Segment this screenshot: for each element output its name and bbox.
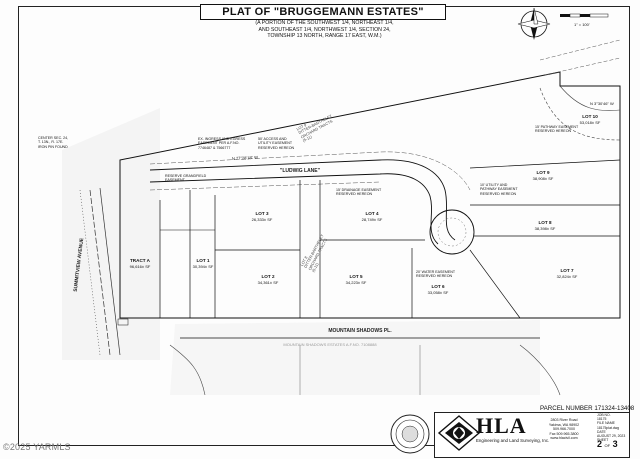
svg-text:34,223± SF: 34,223± SF	[346, 280, 367, 285]
lot-1: LOT 1 30,394± SF	[193, 258, 214, 269]
svg-text:33,058± SF: 33,058± SF	[428, 290, 449, 295]
svg-text:LOT 7: LOT 7	[560, 268, 573, 273]
firm-short-name: HLA	[476, 413, 527, 438]
svg-text:LOT 6: LOT 6	[431, 284, 444, 289]
north-arrow-icon	[517, 7, 551, 40]
address-line: 509.966.7000	[553, 427, 575, 432]
sheet-label: SHEET	[597, 438, 609, 443]
svg-text:96,616± SF: 96,616± SF	[130, 264, 151, 269]
lot-8: LOT 8 38,398± SF	[535, 220, 556, 231]
svg-text:26,333± SF: 26,333± SF	[252, 217, 273, 222]
address-line: Yakima, WA 98902	[548, 422, 580, 427]
subtitle-line: AND SOUTHEAST 1/4, NORTHWEST 1/4, SECTIO…	[258, 26, 391, 33]
scale-label: 1" = 100'	[574, 22, 590, 27]
sheet-current: 2	[597, 439, 603, 450]
svg-text:LOT 4: LOT 4	[365, 211, 378, 216]
plat-title: PLAT OF "BRUGGEMANN ESTATES"	[200, 4, 446, 20]
mls-watermark: ©2025 YARMLS	[3, 442, 71, 452]
road-label-mountain-shadows: MOUNTAIN SHADOWS PL.	[328, 328, 392, 334]
svg-text:LOT 10: LOT 10	[582, 114, 598, 119]
svg-text:32,824± SF: 32,824± SF	[557, 274, 578, 279]
lot-5: LOT 5 34,223± SF	[346, 274, 367, 285]
svg-text:34,361± SF: 34,361± SF	[258, 280, 279, 285]
pathway-note: 15' PATHWAY EASEMENT RESERVED HEREON	[535, 125, 579, 134]
lot-3: LOT 3 26,333± SF	[252, 211, 273, 222]
subtitle-line: TOWNSHIP 13 NORTH, RANGE 17 EAST, W.M.)	[267, 33, 382, 40]
svg-text:LOT 8: LOT 8	[538, 220, 551, 225]
address-line: www.hlacivil.com	[550, 436, 578, 441]
address-line: 2803 River Road	[550, 418, 578, 422]
hla-logo-icon	[437, 415, 481, 451]
sheet-of: OF	[604, 443, 611, 449]
firm-full-name: Engineering and Land Surveying, Inc.	[476, 438, 550, 443]
scale-bar	[560, 13, 609, 18]
lot-10: LOT 10 53,018± SF	[580, 114, 601, 125]
ingress-note: EX. INGRESS AND EGRESS EASEMENT PER A.F.…	[198, 137, 246, 150]
svg-text:38,398± SF: 38,398± SF	[535, 226, 556, 231]
svg-text:30,394± SF: 30,394± SF	[193, 264, 214, 269]
sheet-total: 3	[612, 439, 618, 450]
svg-text:TRACT A: TRACT A	[130, 258, 151, 263]
tract-a: TRACT A 96,616± SF	[130, 258, 151, 269]
road-label-ludwig: "LUDWIG LANE"	[280, 168, 321, 174]
subtitle-line: (A PORTION OF THE SOUTHWEST 1/4, NORTHEA…	[255, 20, 394, 26]
date-label: DATE	[597, 429, 606, 434]
lot-7: LOT 7 32,824± SF	[557, 268, 578, 279]
lot-2: LOT 2 34,361± SF	[258, 274, 279, 285]
svg-text:28,749± SF: 28,749± SF	[362, 217, 383, 222]
file-name: 18175plat.dwg	[597, 425, 620, 430]
utility-note: 10' UTILITY AND PATHWAY EASEMENT RESERVE…	[480, 183, 518, 196]
plat-subtitle: (A PORTION OF THE SOUTHWEST 1/4, NORTHEA…	[222, 20, 427, 40]
lot-4: LOT 4 28,749± SF	[362, 211, 383, 222]
file-label: FILE NAME	[597, 421, 615, 426]
surveyor-seal-icon	[390, 414, 430, 454]
reserve-easement-note: RESERVE GRANDFIELD EASEMENT	[165, 174, 207, 183]
access-note: 50' ACCESS AND UTILITY EASEMENT RESERVED…	[258, 137, 295, 150]
drain-note: 15' DRAINAGE EASEMENT RESERVED HEREON	[336, 188, 382, 197]
job-label: JOB NO.	[597, 413, 611, 417]
svg-text:LOT 5: LOT 5	[349, 274, 362, 279]
parcel-number: PARCEL NUMBER 171324-13408	[540, 405, 635, 412]
job-number: 18175	[597, 417, 607, 422]
bearing-main: N 77°28'18" W	[232, 155, 258, 161]
svg-text:LOT 2: LOT 2	[261, 274, 274, 279]
lot-9: LOT 9 38,908± SF	[533, 170, 554, 181]
svg-text:38,908± SF: 38,908± SF	[533, 176, 554, 181]
lot-6: LOT 6 33,058± SF	[428, 284, 449, 295]
svg-text:LOT 1: LOT 1	[196, 258, 209, 263]
svg-text:LOT 9: LOT 9	[536, 170, 549, 175]
address-line: Fax 509.965.3800	[549, 431, 579, 436]
water-note: 20' WATER EASEMENT RESERVED HEREON	[416, 270, 456, 279]
sheet-number: 2 OF 3	[595, 439, 629, 450]
bearing-ne: N 3°30'46" W	[590, 101, 614, 106]
mountain-shadows-estates-label: MOUNTAIN SHADOWS ESTATES A.F.NO. 7108888	[283, 342, 377, 347]
svg-text:53,018± SF: 53,018± SF	[580, 120, 601, 125]
title-block-meta: JOB NO. 18175 FILE NAME 18175plat.dwg DA…	[595, 412, 630, 458]
plat-date: AUGUST 29, 2023	[597, 434, 626, 439]
firm-address: 2803 River Road Yakima, WA 98902 509.966…	[536, 418, 592, 441]
center-sec-note: CENTER SEC. 24, T. 13N., R. 17E. IRON PI…	[38, 136, 69, 149]
svg-text:LOT 3: LOT 3	[255, 211, 268, 216]
